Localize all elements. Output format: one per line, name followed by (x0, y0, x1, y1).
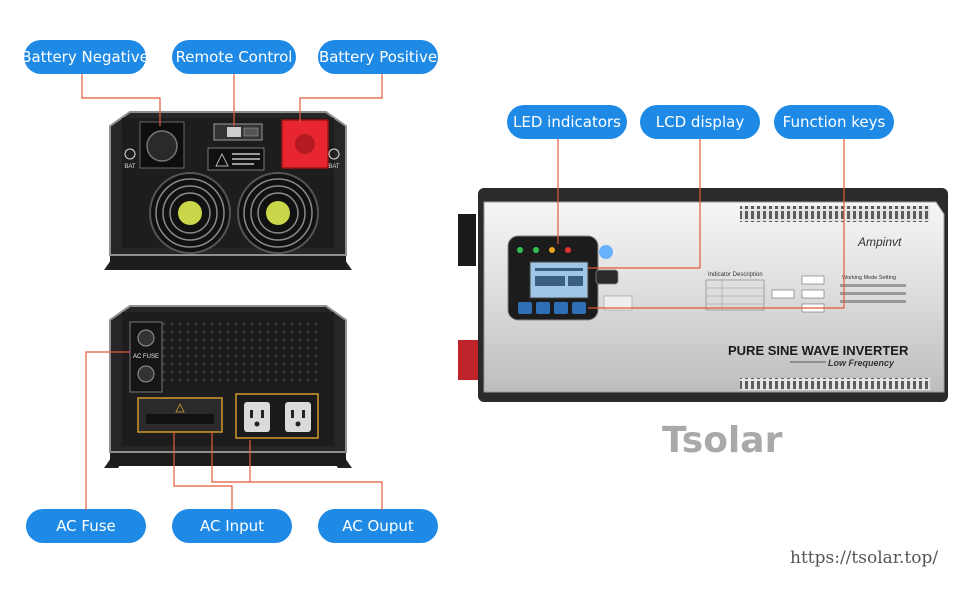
key-3[interactable] (554, 302, 568, 314)
watermark-text: Tsolar (662, 420, 783, 461)
leader-ac-output (249, 440, 383, 510)
key-1[interactable] (518, 302, 532, 314)
outlet-right (285, 402, 311, 432)
led-fault (565, 247, 571, 253)
fan-right (237, 172, 319, 254)
leader-function-keys (588, 139, 845, 309)
led-ac (517, 247, 523, 253)
dc-panel: BAT BAT (104, 111, 352, 270)
leader-lcd-display (588, 139, 701, 269)
leader-ac-input (173, 432, 233, 510)
ac-panel: AC FUSE (104, 305, 352, 468)
led-bat (533, 247, 539, 253)
leader-lines (81, 74, 845, 510)
indicator-description-text: Indicator Description (708, 272, 763, 278)
led-indicators-label: LED indicators (507, 105, 627, 139)
ac-input-label: AC Input (172, 509, 292, 543)
onoff-switch[interactable] (595, 269, 619, 285)
battery-positive-label: Battery Positive (318, 40, 438, 74)
inverter-front: Indicator Description Working Mode Setti… (458, 188, 948, 402)
fuse-holder-bottom (137, 365, 155, 383)
bat-right-text: BAT (328, 164, 340, 170)
red-terminal (458, 340, 480, 380)
key-2[interactable] (536, 302, 550, 314)
brand-text: Ampinvt (857, 235, 902, 249)
device-subtitle: Low Frequency (828, 358, 895, 368)
ac-fuse-panel-text: AC FUSE (133, 354, 159, 360)
working-mode-text: Working Mode Setting (842, 275, 896, 281)
bat-left-text: BAT (124, 164, 136, 170)
negative-terminal (146, 130, 178, 162)
vent-grille (160, 322, 320, 386)
rj45-port (227, 127, 241, 137)
fuse-holder-top (137, 329, 155, 347)
ac-fuse-label: AC Fuse (26, 509, 146, 543)
site-url[interactable]: https://tsolar.top/ (790, 548, 939, 568)
key-4[interactable] (572, 302, 586, 314)
fan-left (149, 172, 231, 254)
lcd-display-label: LCD display (640, 105, 760, 139)
device-title: PURE SINE WAVE INVERTER (728, 343, 909, 358)
leader-battery-negative (81, 74, 161, 126)
ac-output-label: AC Ouput (318, 509, 438, 543)
warning-icon (215, 153, 229, 167)
function-keys-label: Function keys (774, 105, 894, 139)
remote-control-label: Remote Control (172, 40, 296, 74)
outlet-left (244, 402, 270, 432)
leader-battery-positive (299, 74, 383, 122)
leader-ac-fuse (85, 351, 130, 510)
battery-negative-label: Battery Negative (21, 40, 149, 74)
led-inv (549, 247, 555, 253)
